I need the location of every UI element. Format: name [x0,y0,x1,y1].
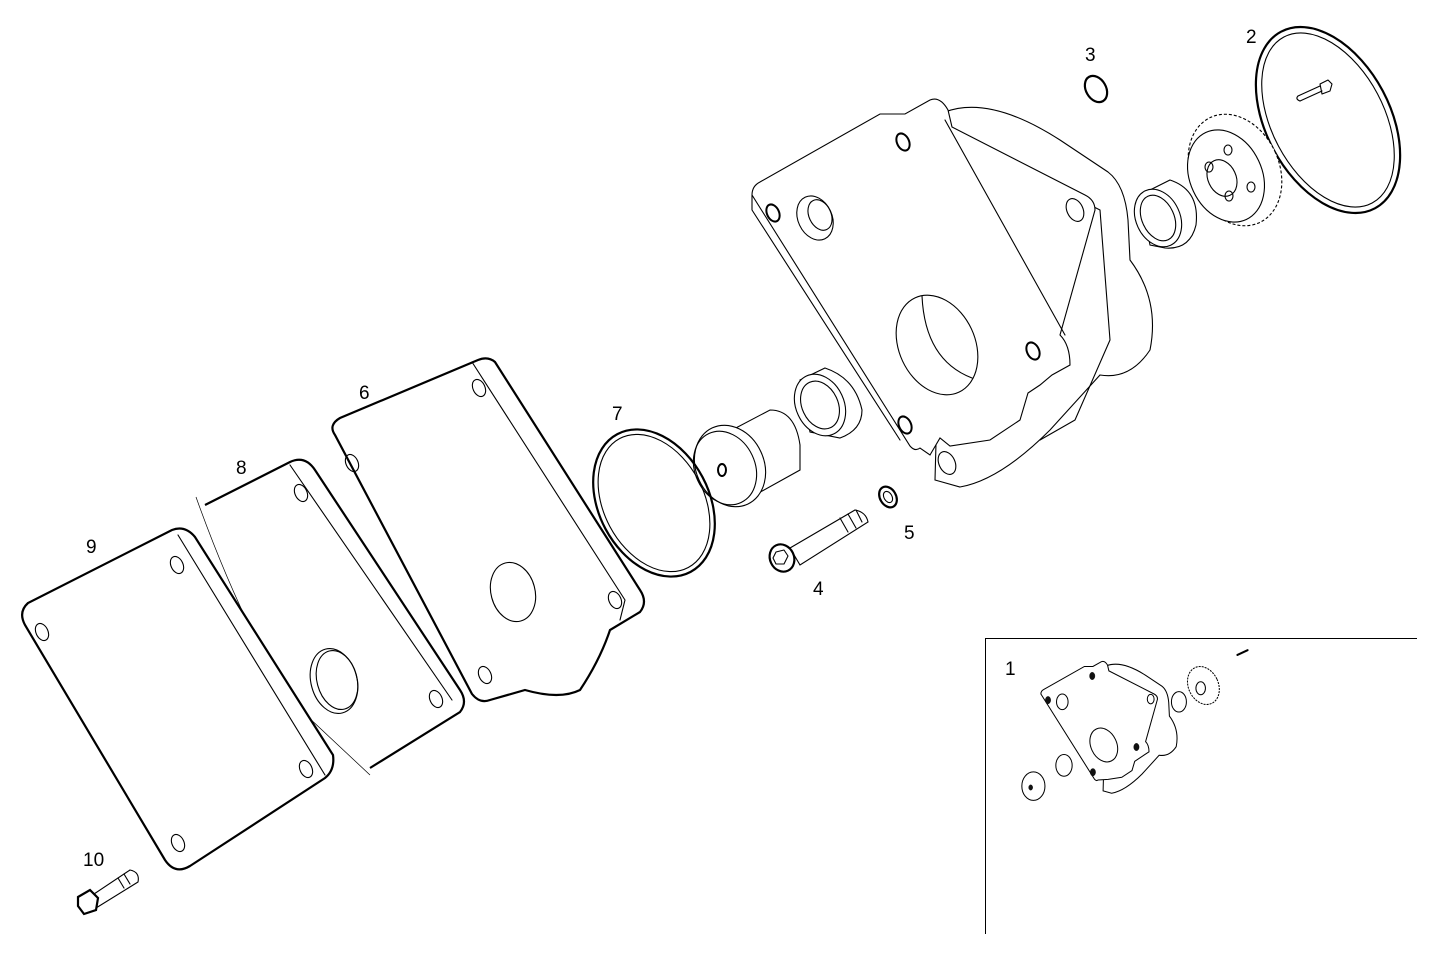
part-4-socket-screw[interactable] [765,509,869,576]
part-8-gasket-plate[interactable] [195,458,466,776]
callout-3: 3 [1085,45,1096,66]
bushing-upper[interactable] [1125,179,1198,254]
callout-4: 4 [813,579,824,600]
drive-gear[interactable] [1171,99,1300,241]
shaft-plug[interactable] [681,409,801,518]
callout-7: 7 [612,404,623,425]
part-2-screw-icon [1296,79,1333,102]
inset-complete-assembly[interactable] [1021,649,1249,801]
bushing-lower[interactable] [785,366,863,444]
part-3-o-ring[interactable] [1080,72,1111,106]
callout-2: 2 [1246,27,1257,48]
part-7-o-ring[interactable] [569,408,739,597]
callout-9: 9 [86,537,97,558]
part-5-washer[interactable] [876,483,901,510]
callout-1: 1 [1005,659,1016,680]
part-10-hex-bolt[interactable] [76,869,139,916]
inset-frame-left [985,638,986,934]
inset-frame-top [985,638,1417,639]
callout-8: 8 [236,458,247,479]
part-6-cover-plate[interactable] [331,357,646,703]
part-9-end-plate[interactable] [21,527,335,871]
callout-6: 6 [359,383,370,404]
callout-10: 10 [83,850,105,871]
main-housing[interactable] [751,98,1153,488]
callout-5: 5 [904,523,915,544]
